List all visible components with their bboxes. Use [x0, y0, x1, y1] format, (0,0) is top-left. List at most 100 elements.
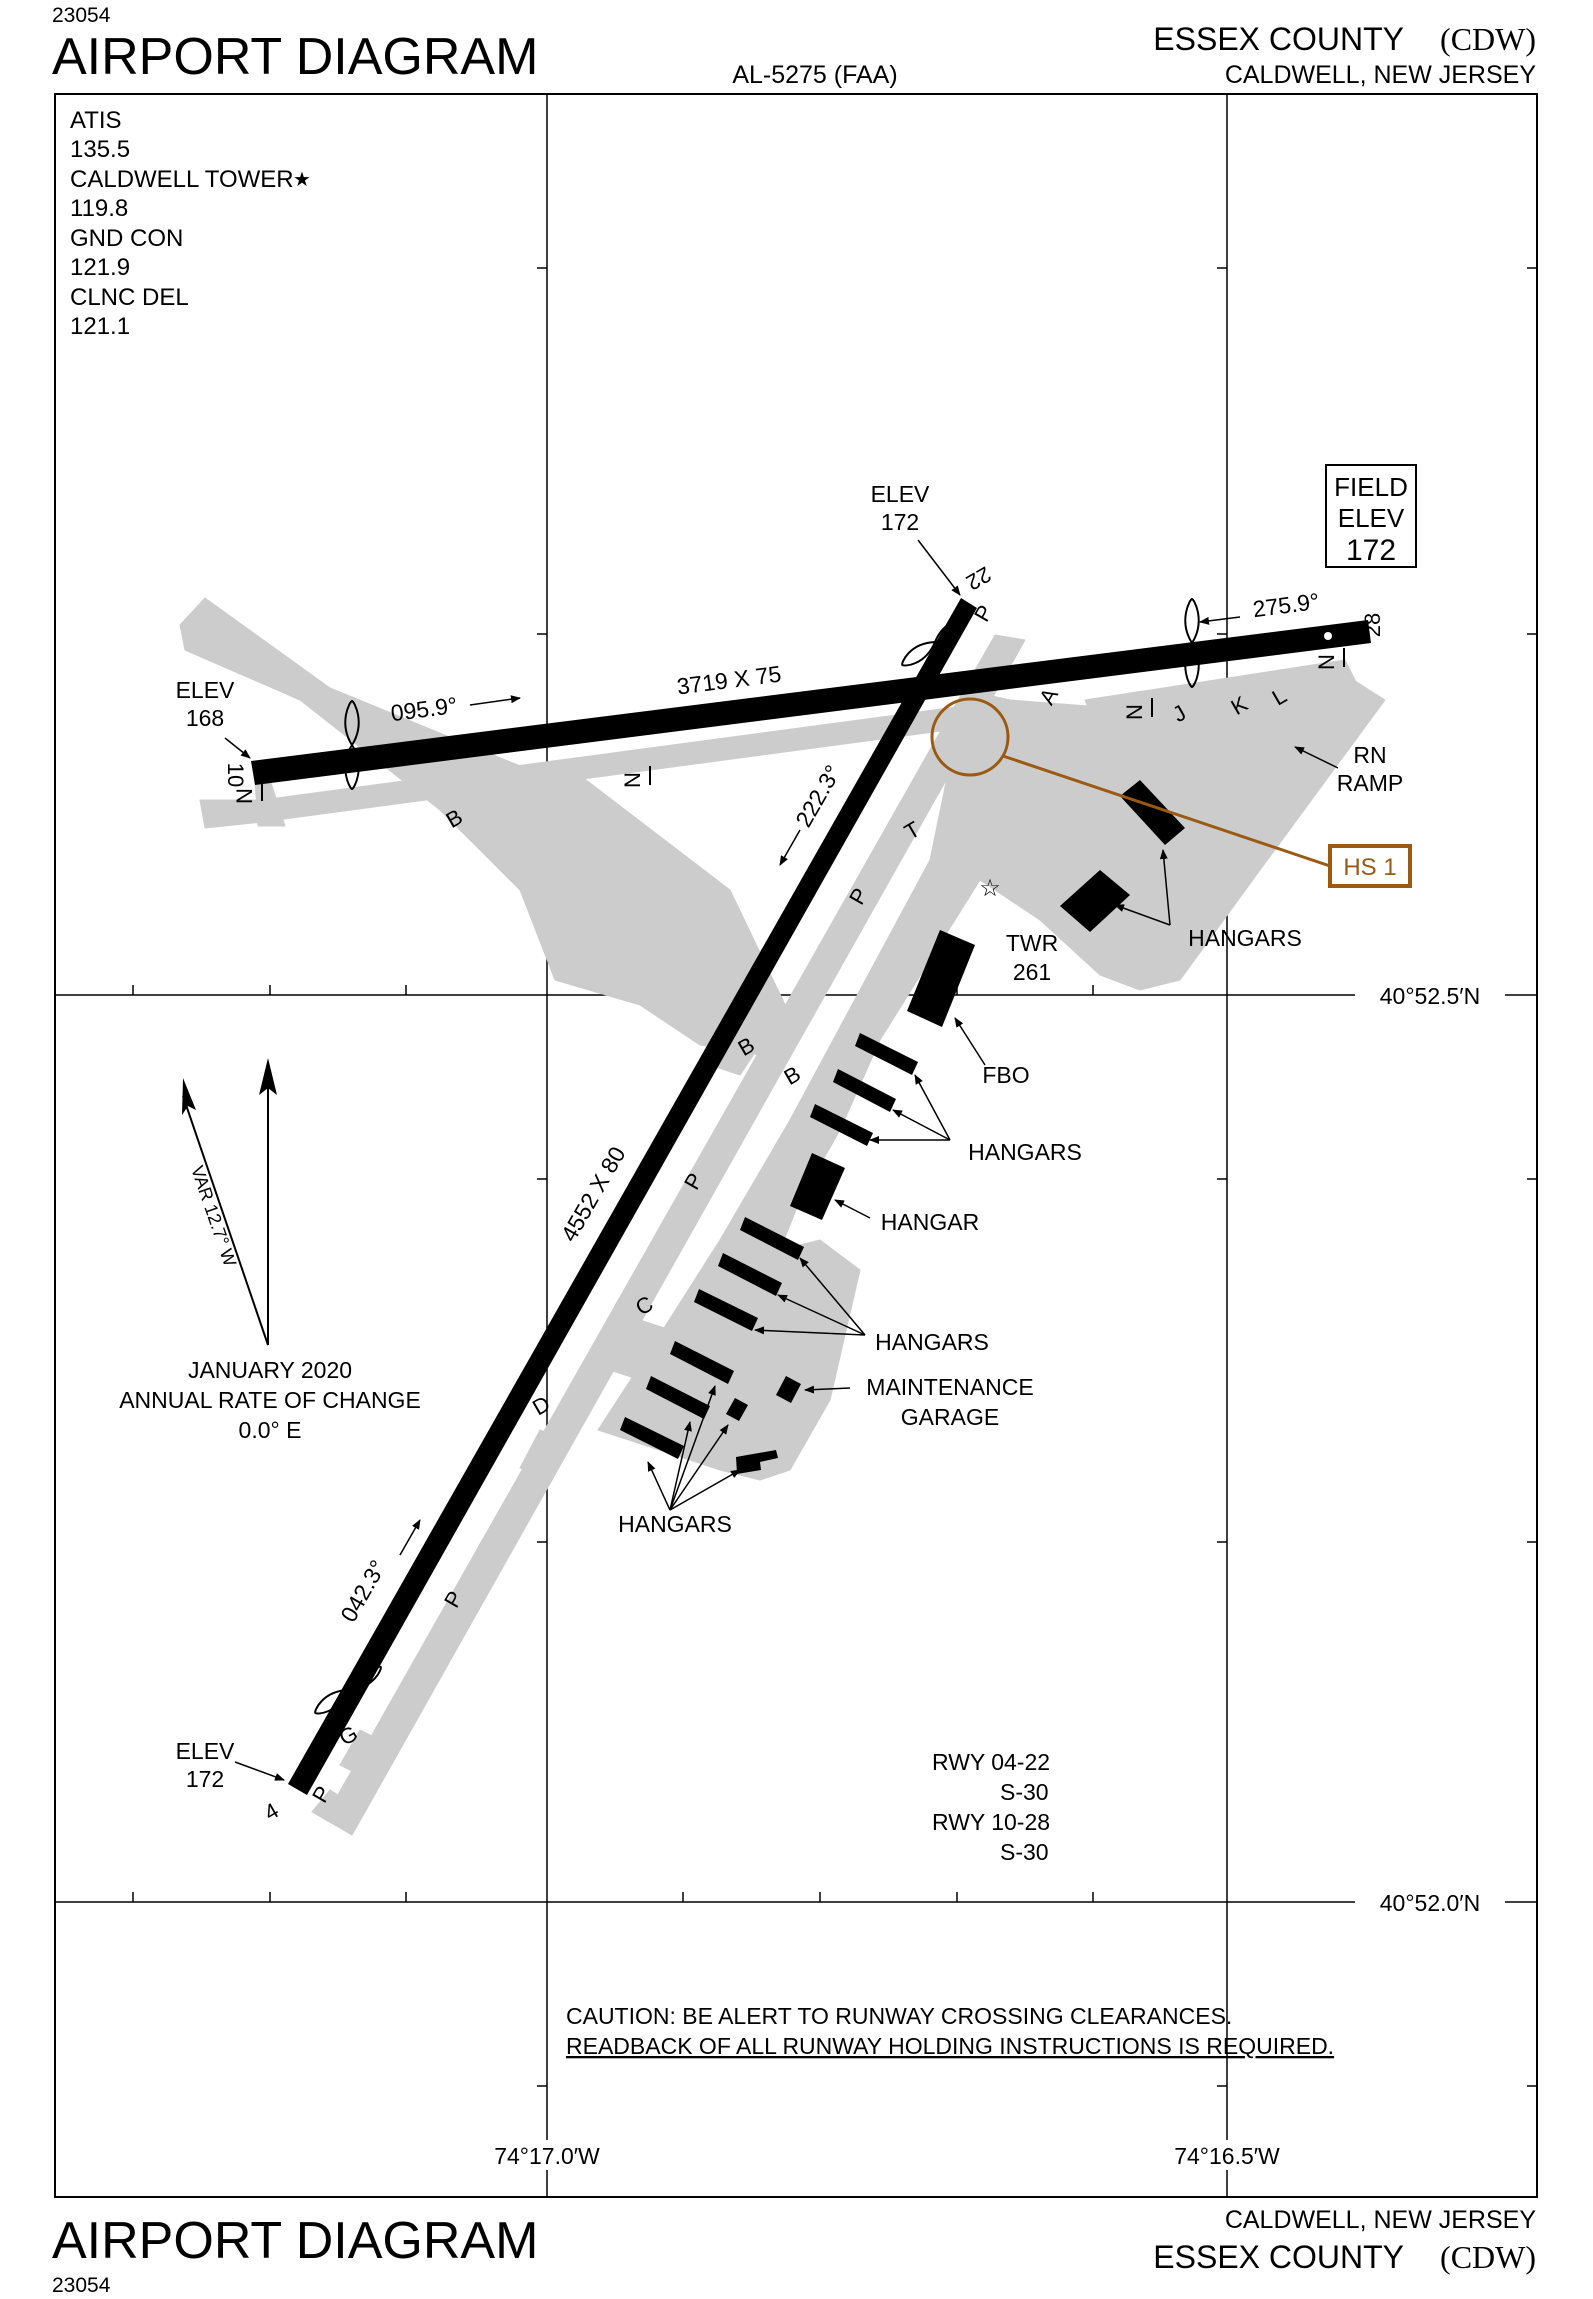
hangars-label-a: HANGARS: [968, 1139, 1082, 1165]
runway-04-22: [288, 598, 977, 1795]
hangar-b2: [718, 1253, 782, 1296]
airport-code-bottom: (CDW): [1440, 2239, 1536, 2275]
airport-code-top: (CDW): [1440, 21, 1536, 57]
hangar-a3: [810, 1104, 873, 1146]
freq-label-tower: CALDWELL TOWER: [70, 166, 294, 193]
airport-name-bottom: ESSEX COUNTY: [1153, 2239, 1404, 2275]
pavement-areas: [179, 597, 1386, 1836]
magnetic-date: JANUARY 2020: [188, 1357, 352, 1383]
elev-value-04: 172: [186, 1766, 224, 1792]
tower-elev: 261: [1013, 959, 1051, 985]
freq-value-atis: 135.5: [70, 136, 130, 163]
field-elev-label1: FIELD: [1334, 472, 1408, 502]
field-elev-box: [1325, 464, 1417, 568]
volume-number-top: 23054: [52, 4, 111, 27]
taxiway-label-n3: N: [1314, 654, 1339, 670]
field-elev-label2: ELEV: [1338, 503, 1405, 533]
caution-line1: CAUTION: BE ALERT TO RUNWAY CROSSING CLE…: [566, 2003, 1232, 2029]
fbo-building: [907, 930, 975, 1027]
page-title-top: AIRPORT DIAGRAM: [52, 28, 538, 86]
hangars-label-b: HANGARS: [875, 1329, 989, 1355]
star-icon: ★: [293, 169, 311, 191]
rwy-strength-line2: S-30: [1000, 1779, 1049, 1805]
hangar-b3: [694, 1289, 758, 1331]
freq-label-clearance: CLNC DEL: [70, 284, 189, 311]
propeller-icon-10: [344, 699, 360, 791]
heading-042: 042.3°: [335, 1556, 391, 1627]
elev-label-22: ELEV: [871, 481, 930, 507]
elev-label-10: ELEV: [176, 677, 235, 703]
longitude-1: 74°17.0′W: [494, 2143, 600, 2169]
runway-end-28: 28: [1360, 613, 1385, 637]
hangar-a1: [855, 1033, 918, 1075]
rwy-strength-line1: RWY 04-22: [932, 1749, 1050, 1775]
north-arrow: VAR 12.7° W: [182, 1058, 277, 1346]
taxiway-label-p1: P: [969, 601, 998, 626]
latitude-1: 40°52.5′N: [1380, 983, 1480, 1009]
rwy-strength-line3: RWY 10-28: [932, 1809, 1050, 1835]
rn-ramp-label1: RN: [1353, 742, 1386, 768]
taxiway-label-n1: N: [620, 772, 645, 788]
taxiway-label-n2: N: [1122, 704, 1147, 720]
tower-icon: ☆: [979, 875, 1001, 902]
taxiway-label-n4: N: [232, 788, 257, 804]
freq-label-ground: GND CON: [70, 225, 183, 252]
rate-of-change-label: ANNUAL RATE OF CHANGE: [119, 1387, 421, 1413]
approach-light-symbols: [314, 597, 1200, 1715]
east-apron: [1084, 659, 1361, 831]
doc-id: AL-5275 (FAA): [732, 61, 897, 89]
longitude-2: 74°16.5′W: [1174, 2143, 1280, 2169]
hot-spot-box: [1328, 844, 1412, 888]
rate-of-change-value: 0.0° E: [239, 1417, 302, 1443]
taxiway-label-b3: B: [780, 1061, 805, 1090]
propeller-icon-04: [314, 1665, 382, 1715]
freq-label-atis: ATIS: [70, 107, 122, 134]
elev-label-04: ELEV: [176, 1738, 235, 1764]
propeller-icon-22: [901, 617, 969, 667]
frequency-list: ATIS 135.5 CALDWELL TOWER ★ 119.8 GND CO…: [70, 107, 311, 340]
freq-value-tower: 119.8: [70, 195, 128, 222]
diagram-frame: [54, 93, 1538, 2198]
hangar-east-2: [1060, 870, 1130, 932]
hangars-label-east: HANGARS: [1188, 925, 1302, 951]
hot-spot-circle: [930, 697, 1010, 777]
field-elev-value: 172: [1346, 534, 1396, 567]
buildings: [620, 780, 1185, 1474]
hangar-label: HANGAR: [881, 1209, 979, 1235]
hangar-c3: [620, 1417, 684, 1459]
heading-275: 275.9°: [1251, 588, 1321, 622]
maintenance-label2: GARAGE: [901, 1404, 999, 1430]
maintenance-label1: MAINTENANCE: [866, 1374, 1033, 1400]
freq-value-clearance: 121.1: [70, 313, 130, 340]
fbo-label: FBO: [982, 1062, 1029, 1088]
runway-end-22: 22: [962, 562, 996, 596]
small-building-2: [736, 1450, 778, 1474]
hot-spot-leader: [1002, 754, 1331, 868]
location-bottom: CALDWELL, NEW JERSEY: [1225, 2206, 1537, 2234]
rwy-10-28-dimensions: 3719 X 75: [675, 661, 782, 700]
runway-end-dot: [1324, 632, 1332, 640]
elev-value-22: 172: [881, 509, 919, 535]
hot-spot-label: HS 1: [1343, 854, 1396, 881]
freq-value-ground: 121.9: [70, 254, 130, 281]
hangars-label-c: HANGARS: [618, 1511, 732, 1537]
variation-label: VAR 12.7° W: [187, 1163, 240, 1269]
heading-095: 095.9°: [389, 692, 459, 726]
runway-end-10: 10: [223, 763, 248, 787]
rn-ramp-label2: RAMP: [1337, 770, 1403, 796]
rwy-strength-line4: S-30: [1000, 1839, 1049, 1865]
runway-end-4: 4: [260, 1798, 283, 1826]
tower-label: TWR: [1006, 930, 1058, 956]
small-building-1: [726, 1398, 748, 1421]
maintenance-garage: [776, 1376, 801, 1403]
location-top: CALDWELL, NEW JERSEY: [1225, 61, 1537, 89]
hangar-b1: [740, 1217, 804, 1260]
airport-name-top: ESSEX COUNTY: [1153, 21, 1404, 57]
elev-value-10: 168: [186, 705, 224, 731]
hangar-a2: [833, 1069, 896, 1112]
hangar-east-1: [1120, 780, 1185, 845]
hangar-single: [790, 1153, 845, 1220]
latitude-2: 40°52.0′N: [1380, 1890, 1480, 1916]
